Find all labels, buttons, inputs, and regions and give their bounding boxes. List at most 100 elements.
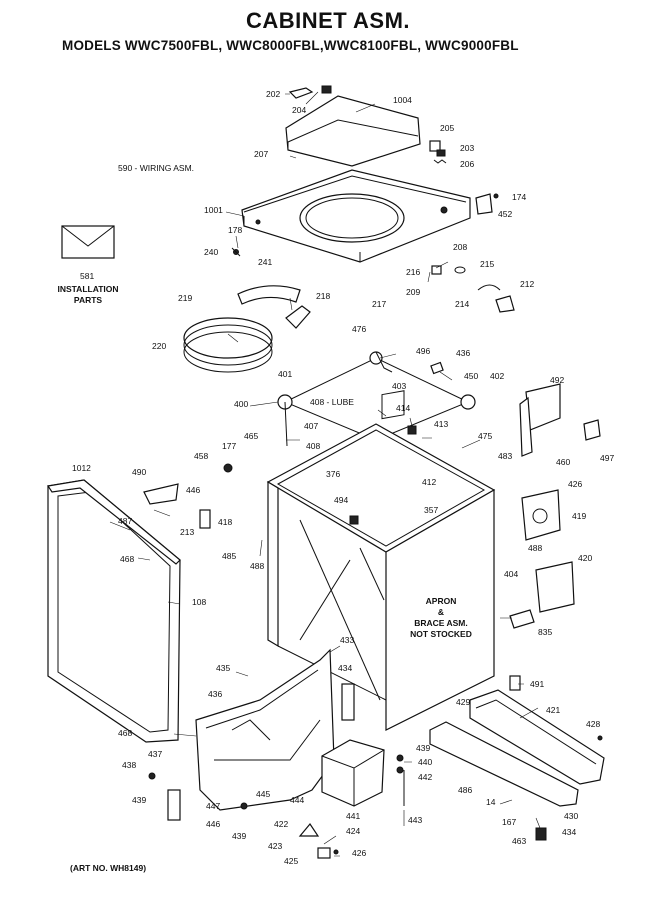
part-label: 400: [234, 399, 249, 409]
part-label: 475: [478, 431, 493, 441]
part-label: 212: [520, 279, 535, 289]
part-label: 376: [326, 469, 341, 479]
part-label: 442: [418, 772, 433, 782]
part-label: 424: [346, 826, 361, 836]
part-label: 428: [586, 719, 601, 729]
part-label: 440: [418, 757, 433, 767]
part-label: 835: [538, 627, 553, 637]
part-label: 488: [250, 561, 265, 571]
part-label: 418: [218, 517, 233, 527]
feet-and-hardware: [148, 754, 547, 859]
part-label: 436: [456, 348, 471, 358]
part-label: 207: [254, 149, 269, 159]
part-label: 204: [292, 105, 307, 115]
part-label: 419: [572, 511, 587, 521]
part-label: 1001: [204, 205, 223, 215]
note-apron-brace: APRON & BRACE ASM. NOT STOCKED: [396, 596, 486, 640]
part-label: 219: [178, 293, 193, 303]
part-label: 421: [546, 705, 561, 715]
brackets-419-420: [509, 489, 575, 629]
part-label: 444: [290, 795, 305, 805]
part-label: 476: [352, 324, 367, 334]
part-label: 443: [408, 815, 423, 825]
part-label: 209: [406, 287, 421, 297]
part-label: 468: [120, 554, 135, 564]
part-label: 492: [550, 375, 565, 385]
part-label: 108: [192, 597, 207, 607]
part-label: 491: [530, 679, 545, 689]
note-apron-line1: APRON: [425, 596, 457, 606]
leader-lines: [109, 91, 541, 857]
part-label: 402: [490, 371, 505, 381]
part-label: 205: [440, 123, 455, 133]
label-installation-number: 581: [80, 271, 95, 281]
motor-cover-441: [321, 739, 385, 807]
part-label: 496: [416, 346, 431, 356]
part-label: 439: [132, 795, 147, 805]
cabinet-frame: [266, 390, 496, 731]
part-label: 429: [456, 697, 471, 707]
part-label: 218: [316, 291, 331, 301]
front-panel-108: [46, 479, 181, 743]
part-label: 485: [222, 551, 237, 561]
parts-216-215-212: [431, 265, 515, 313]
part-label: 436: [208, 689, 223, 699]
part-label: 215: [480, 259, 495, 269]
clips-205-203-206: [429, 140, 447, 164]
part-label: 1004: [393, 95, 412, 105]
part-label: 403: [392, 381, 407, 391]
part-label: 202: [266, 89, 281, 99]
part-label: 434: [562, 827, 577, 837]
part-label: 460: [556, 457, 571, 467]
part-label: 497: [600, 453, 615, 463]
part-label: 216: [406, 267, 421, 277]
part-label: 445: [256, 789, 271, 799]
part-label: 208: [453, 242, 468, 252]
part-label: 14: [486, 797, 496, 807]
installation-envelope: [61, 225, 115, 259]
part-label: 213: [180, 527, 195, 537]
part-label: 240: [204, 247, 219, 257]
part-label: 423: [268, 841, 283, 851]
part-label: 413: [434, 419, 449, 429]
part-label: 488: [528, 543, 543, 553]
part-label: 220: [152, 341, 167, 351]
part-label: 458: [194, 451, 209, 461]
part-label: 408: [306, 441, 321, 451]
part-label: 468: [118, 728, 133, 738]
note-wiring-assembly: 590 - WIRING ASM.: [118, 163, 195, 173]
part-label: 206: [460, 159, 475, 169]
part-label: 487: [118, 516, 133, 526]
part-label: 439: [416, 743, 431, 753]
suspension-assembly: [277, 351, 476, 447]
part-label: 446: [186, 485, 201, 495]
top-cover-1004: [285, 95, 421, 167]
small-parts-174-452: [231, 193, 499, 257]
part-label: 465: [244, 431, 259, 441]
note-lube: 408 - LUBE: [310, 397, 354, 407]
part-label: 177: [222, 441, 237, 451]
part-label: 357: [424, 505, 439, 515]
note-installation-parts: INSTALLATION PARTS: [57, 284, 119, 305]
part-label: 425: [284, 856, 299, 866]
part-label: 174: [512, 192, 527, 202]
part-label: 437: [148, 749, 163, 759]
part-label: 430: [564, 811, 579, 821]
brackets-490-418: [143, 463, 233, 529]
part-label: 420: [578, 553, 593, 563]
part-label: 426: [568, 479, 583, 489]
part-label: 414: [396, 403, 411, 413]
hinge-202-204: [288, 85, 332, 99]
note-apron-line4: NOT STOCKED: [410, 629, 472, 639]
part-label: 452: [498, 209, 513, 219]
part-label: 438: [122, 760, 137, 770]
base-433: [167, 648, 355, 821]
part-label: 490: [132, 467, 147, 477]
note-apron-line3: BRACE ASM.: [414, 618, 468, 628]
part-label: 241: [258, 257, 273, 267]
note-apron-line2: &: [437, 607, 445, 617]
part-label: 446: [206, 819, 221, 829]
part-label: 439: [232, 831, 247, 841]
part-label: 434: [338, 663, 353, 673]
